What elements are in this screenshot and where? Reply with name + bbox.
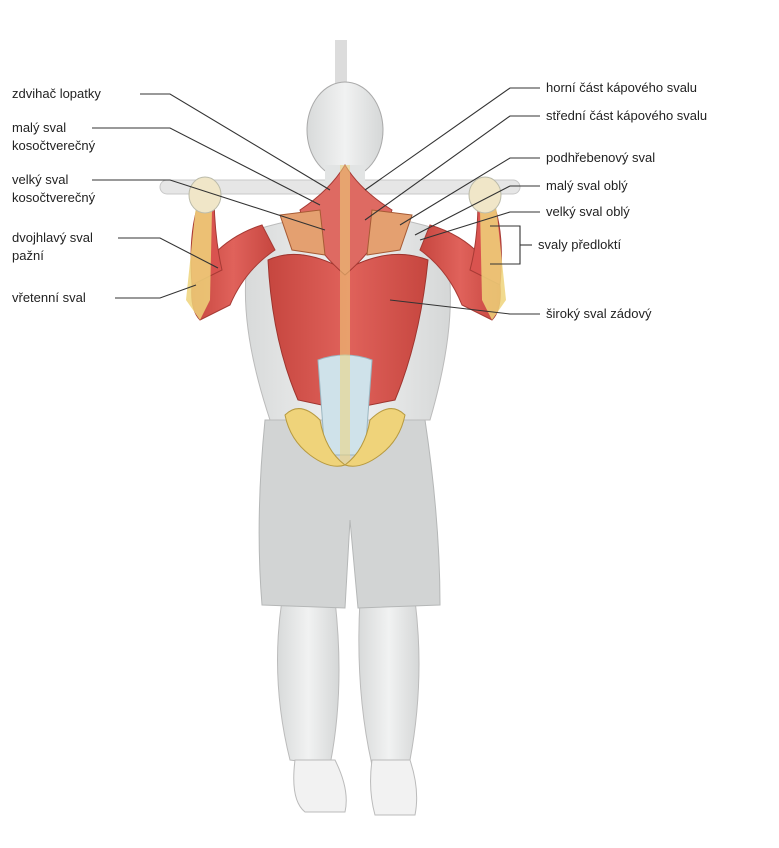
labels-right: horní část kápového svalu střední část k… [538,80,707,321]
legs [278,600,420,815]
label-rhomboid-major-line1: velký sval [12,172,68,187]
label-brachioradialis: vřetenní sval [12,290,86,305]
label-trapezius-upper: horní část kápového svalu [546,80,697,95]
labels-left: zdvihač lopatky malý sval kosočtverečný … [12,86,101,305]
label-rhomboid-major-line2: kosočtverečný [12,190,96,205]
label-rhomboid-minor-line1: malý sval [12,120,66,135]
label-teres-major: velký sval oblý [546,204,630,219]
label-forearm-muscles: svaly předloktí [538,237,621,252]
label-teres-minor: malý sval oblý [546,178,628,193]
label-infraspinatus: podhřebenový sval [546,150,655,165]
label-rhomboid-minor-line2: kosočtverečný [12,138,96,153]
label-trapezius-middle: střední část kápového svalu [546,108,707,123]
label-biceps-line1: dvojhlavý sval [12,230,93,245]
label-levator-scapulae: zdvihač lopatky [12,86,101,101]
label-latissimus-dorsi: široký sval zádový [546,306,652,321]
spine [340,165,350,465]
label-biceps-line2: pažní [12,248,44,263]
